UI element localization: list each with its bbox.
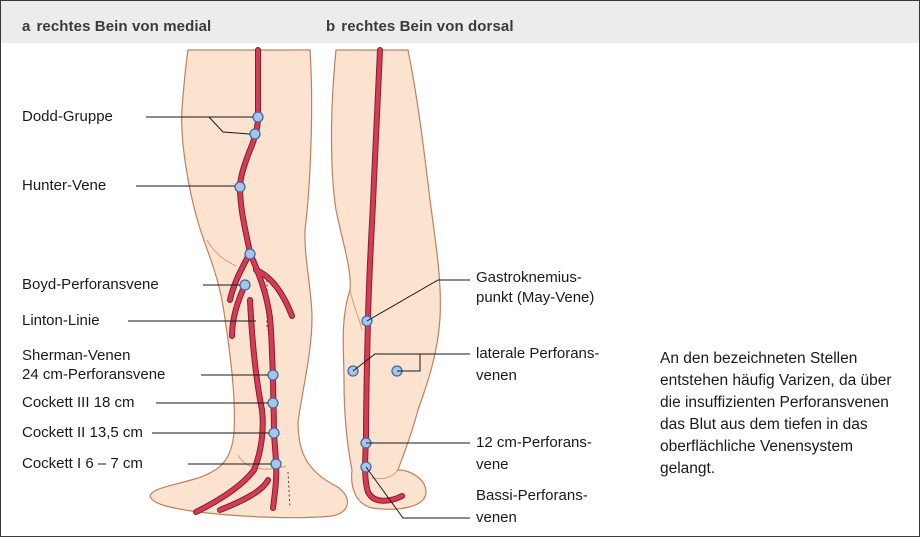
marker-cockett1 <box>271 459 281 469</box>
label-cockett1: Cockett I 6 – 7 cm <box>22 454 143 474</box>
label-linton: Linton-Linie <box>22 311 100 331</box>
label-12cm-1: 12 cm-Perforans- <box>476 433 592 453</box>
label-lateral-2: venen <box>476 366 517 386</box>
marker-cockett3 <box>268 398 278 408</box>
label-bassi-1: Bassi-Perforans- <box>476 486 588 506</box>
label-lateral-1: laterale Perforans- <box>476 344 599 364</box>
marker-24cm <box>268 370 278 380</box>
label-dodd: Dodd-Gruppe <box>22 107 113 127</box>
label-boyd: Boyd-Perforansvene <box>22 275 159 295</box>
marker-boyd-upper <box>245 249 255 259</box>
label-24cm: 24 cm-Perforansvene <box>22 365 165 385</box>
marker-dodd-upper <box>253 112 263 122</box>
label-cockett3: Cockett III 18 cm <box>22 393 135 413</box>
label-hunter: Hunter-Vene <box>22 176 106 196</box>
marker-boyd <box>240 280 250 290</box>
label-12cm-2: vene <box>476 455 509 475</box>
label-gastroknemius-2: punkt (May-Vene) <box>476 288 594 308</box>
label-cockett2: Cockett II 13,5 cm <box>22 423 143 443</box>
marker-dodd-lower <box>250 129 260 139</box>
leg-b-skin <box>332 50 441 509</box>
figure-caption: An den bezeichneten Stellen entstehen hä… <box>660 348 900 480</box>
label-gastroknemius-1: Gastroknemius- <box>476 268 582 288</box>
marker-hunter <box>235 182 245 192</box>
marker-cockett2 <box>269 428 279 438</box>
label-sherman: Sherman-Venen <box>22 346 130 366</box>
label-bassi-2: venen <box>476 508 517 528</box>
